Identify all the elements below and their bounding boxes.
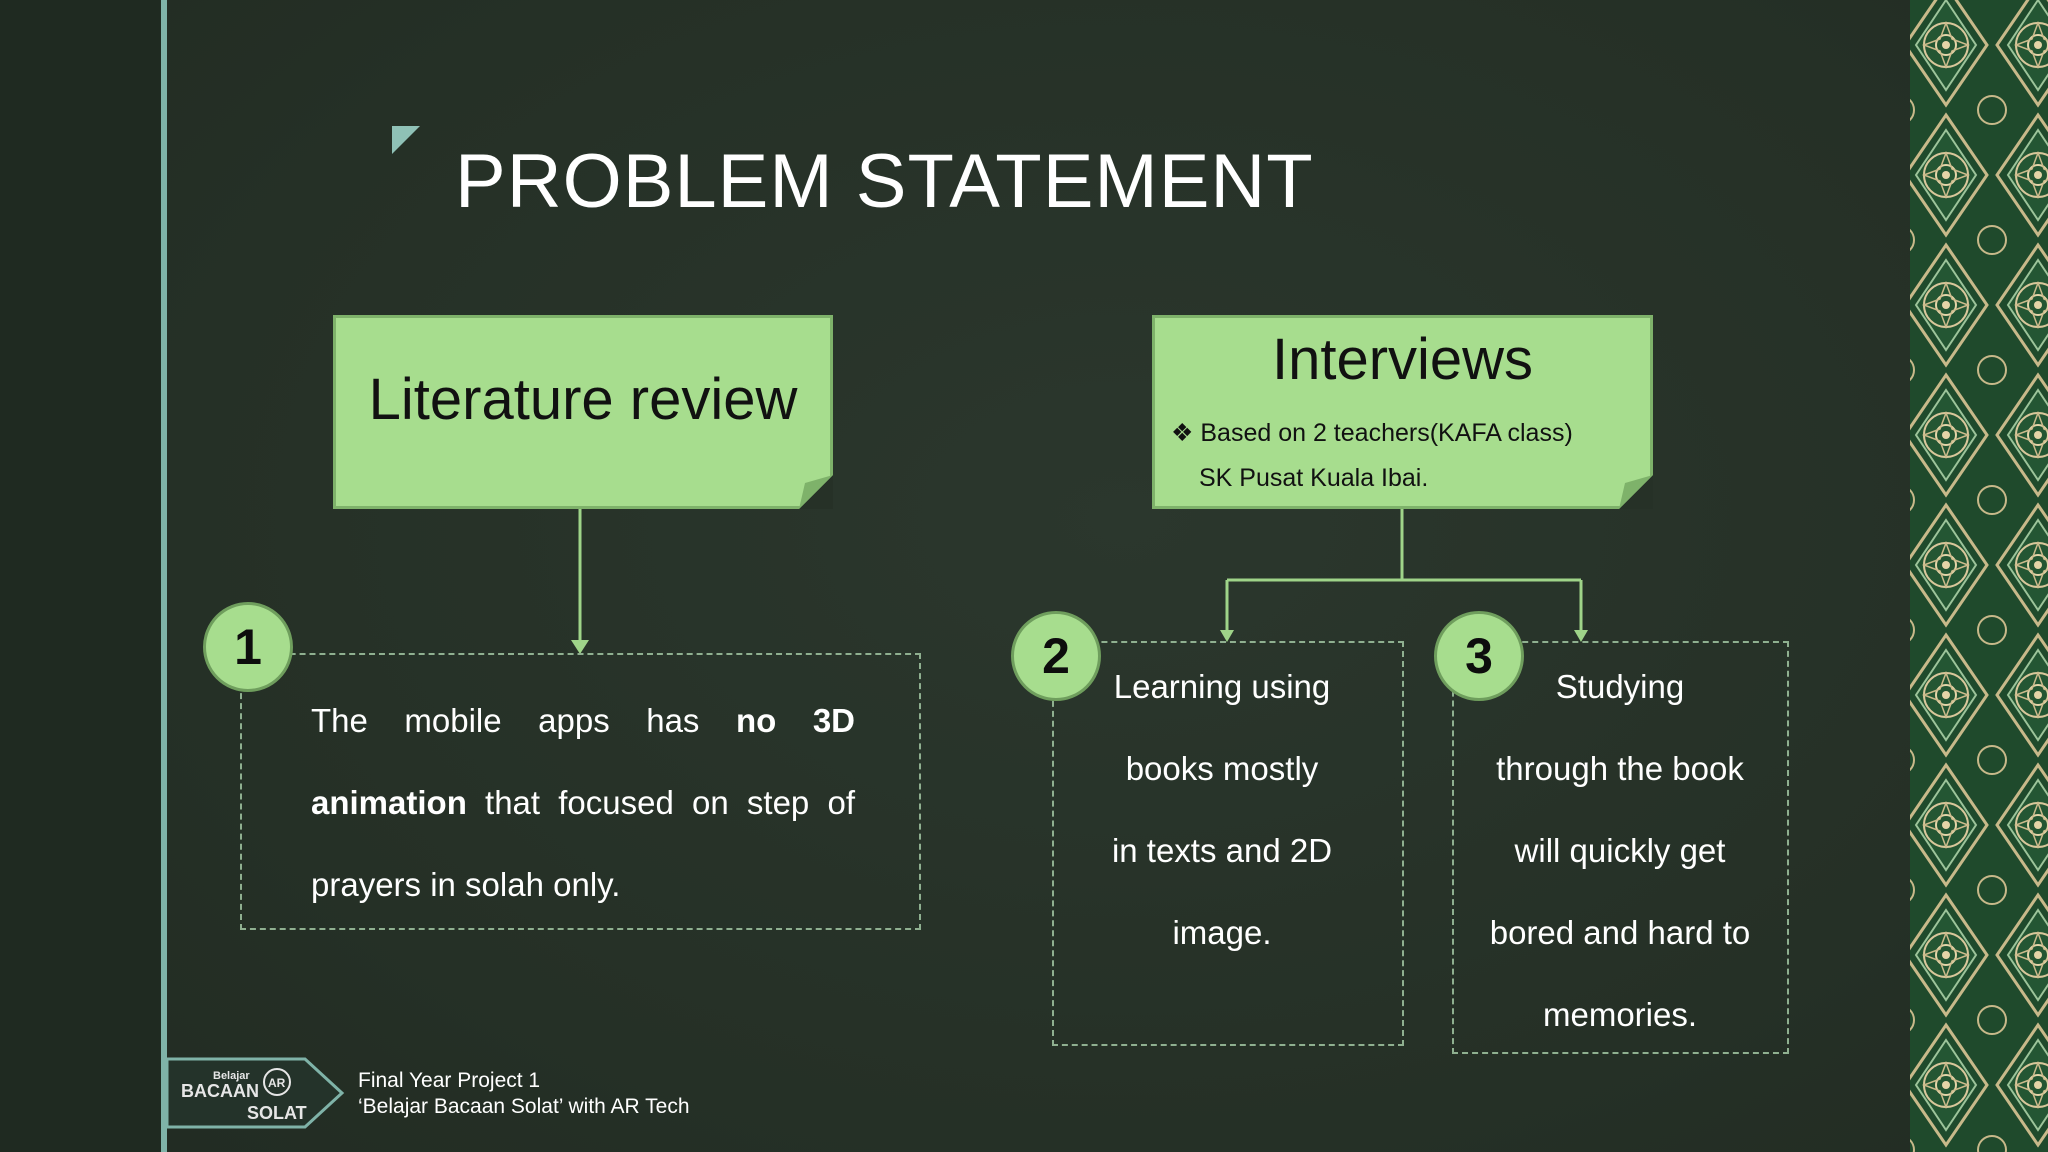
folded-corner-icon — [1619, 475, 1653, 509]
problem-box-2 — [1052, 641, 1404, 1046]
interviews-card: Interviews ❖ Based on 2 teachers(KAFA cl… — [1152, 315, 1653, 509]
problem-box-1 — [240, 653, 921, 930]
problem-3-line: memories. — [1542, 996, 1698, 1033]
page-title: PROBLEM STATEMENT — [455, 139, 1314, 224]
logo-arrow-badge-icon — [165, 1057, 345, 1129]
problem-1-segment: that focused on step of prayers in solah… — [311, 784, 855, 903]
diamond-bullet-icon: ❖ — [1171, 419, 1194, 447]
footer-line2: ‘Belajar Bacaan Solat’ with AR Tech — [358, 1095, 690, 1118]
number-badge-2: 2 — [1011, 611, 1101, 701]
logo-small-text: Belajar — [213, 1070, 250, 1082]
footer-line1: Final Year Project 1 — [358, 1069, 541, 1092]
problem-2-line: books mostly — [1125, 750, 1319, 787]
left-accent-line — [161, 0, 167, 1152]
literature-review-card: Literature review — [333, 315, 833, 509]
islamic-pattern-icon — [1910, 0, 2048, 1152]
logo-main-text-2: SOLAT — [247, 1103, 307, 1123]
problem-1-emphasis: no 3D animation — [311, 702, 855, 821]
logo-main-text-1: BACAAN — [181, 1081, 259, 1101]
problem-3-line: bored and hard to — [1489, 914, 1751, 951]
arrowhead-icon — [1574, 630, 1588, 642]
logo-ar-text: AR — [268, 1076, 286, 1090]
interviews-detail-line2: SK Pusat Kuala Ibai. — [1199, 464, 1429, 492]
logo-ar-circle-icon — [263, 1068, 291, 1096]
left-panel — [0, 0, 162, 1152]
interviews-detail-line1: ❖ Based on 2 teachers(KAFA class) — [1171, 419, 1573, 447]
literature-review-title: Literature review — [368, 367, 798, 432]
number-badge-3: 3 — [1434, 611, 1524, 701]
problem-2-line: image. — [1172, 914, 1272, 951]
problem-2-text: Learning using books mostly in texts and… — [1070, 646, 1374, 974]
decorative-pattern-band — [1910, 0, 2048, 1152]
title-corner-marker-icon — [392, 126, 420, 154]
arrowhead-icon — [1220, 630, 1234, 642]
problem-box-3 — [1452, 641, 1789, 1054]
problem-3-text: Studying through the book will quickly g… — [1460, 646, 1780, 1056]
problem-3-line: will quickly get — [1514, 832, 1726, 869]
folded-corner-icon — [799, 475, 833, 509]
problem-1-text: The mobile apps has no 3D animation that… — [311, 680, 855, 926]
footer-caption: Final Year Project 1 ‘Belajar Bacaan Sol… — [358, 1068, 690, 1120]
problem-2-line: Learning using — [1113, 668, 1331, 705]
interviews-title: Interviews — [1271, 327, 1534, 392]
arrowhead-icon — [571, 640, 589, 654]
problem-2-line: in texts and 2D — [1111, 832, 1333, 869]
problem-1-segment: The mobile apps has — [311, 702, 736, 739]
number-badge-1: 1 — [203, 602, 293, 692]
slide-background — [167, 0, 1910, 1152]
problem-3-line: through the book — [1496, 750, 1744, 787]
footer-logo: Belajar BACAAN SOLAT AR — [165, 1057, 345, 1129]
problem-3-line: Studying — [1555, 668, 1685, 705]
